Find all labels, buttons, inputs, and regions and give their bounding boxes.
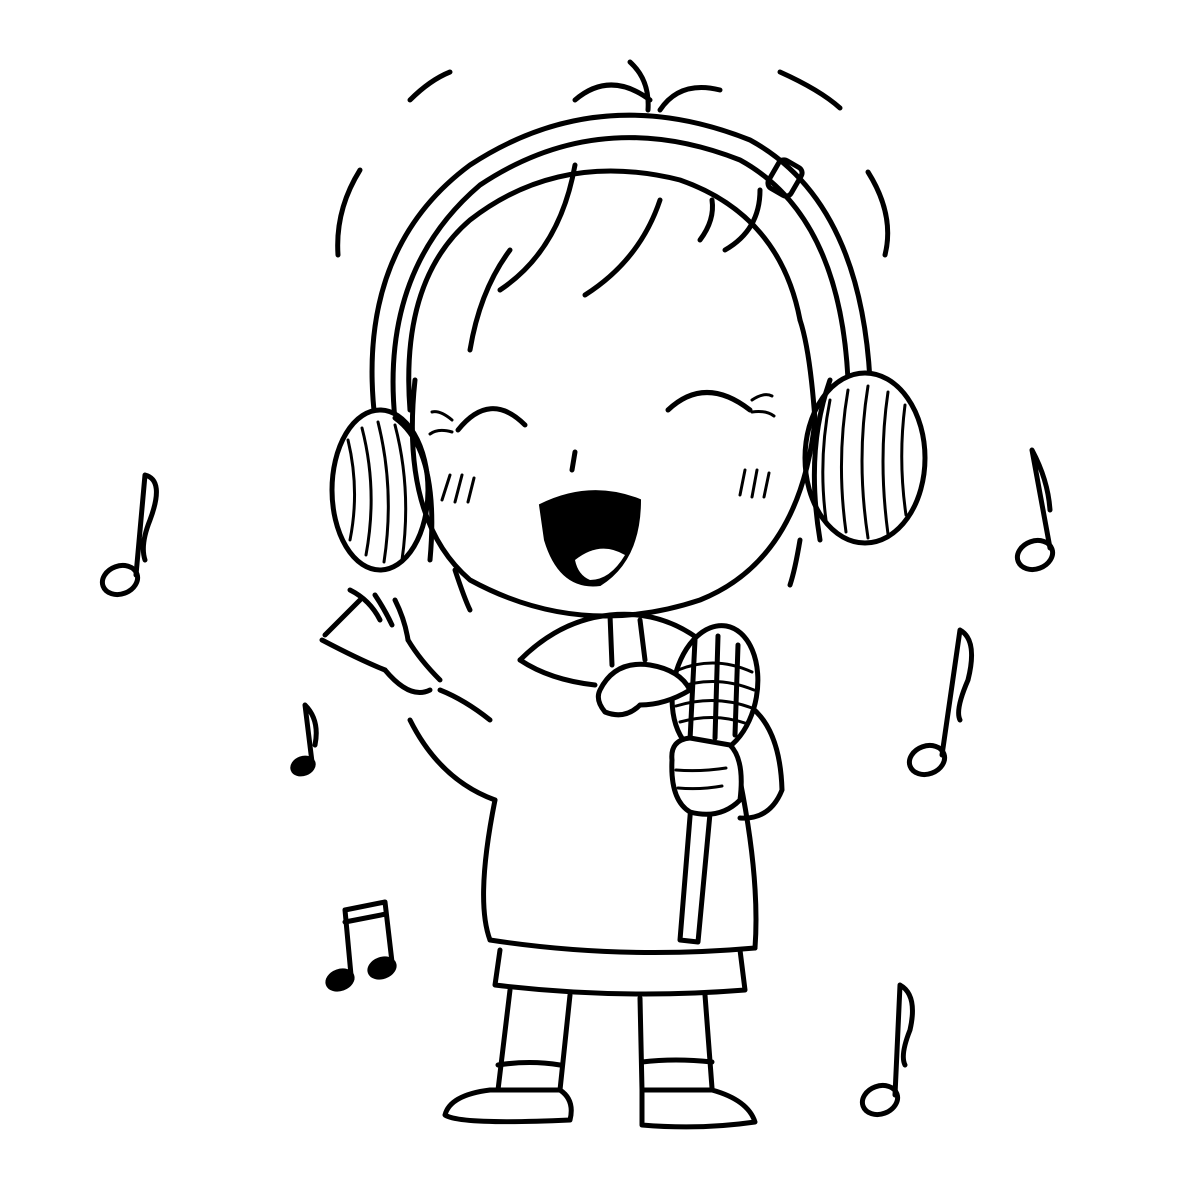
beamed-eighth-notes-icon (325, 899, 397, 992)
music-note-icon (99, 472, 159, 598)
microphone-icon (669, 623, 761, 945)
face (409, 317, 818, 619)
left-closed-eye (455, 406, 528, 433)
motion-lines (335, 69, 891, 258)
body (481, 611, 785, 997)
music-note-icon (906, 627, 975, 778)
right-closed-eye (665, 390, 753, 413)
music-note-icon (290, 702, 319, 777)
hand-holding-mic (595, 661, 744, 817)
legs (442, 987, 758, 1130)
music-note-icon (1014, 447, 1056, 573)
hair-tuft (572, 59, 723, 113)
headphones-icon (329, 112, 928, 573)
music-note-icon (859, 982, 915, 1118)
hair (406, 162, 803, 413)
waving-arm (319, 587, 498, 803)
